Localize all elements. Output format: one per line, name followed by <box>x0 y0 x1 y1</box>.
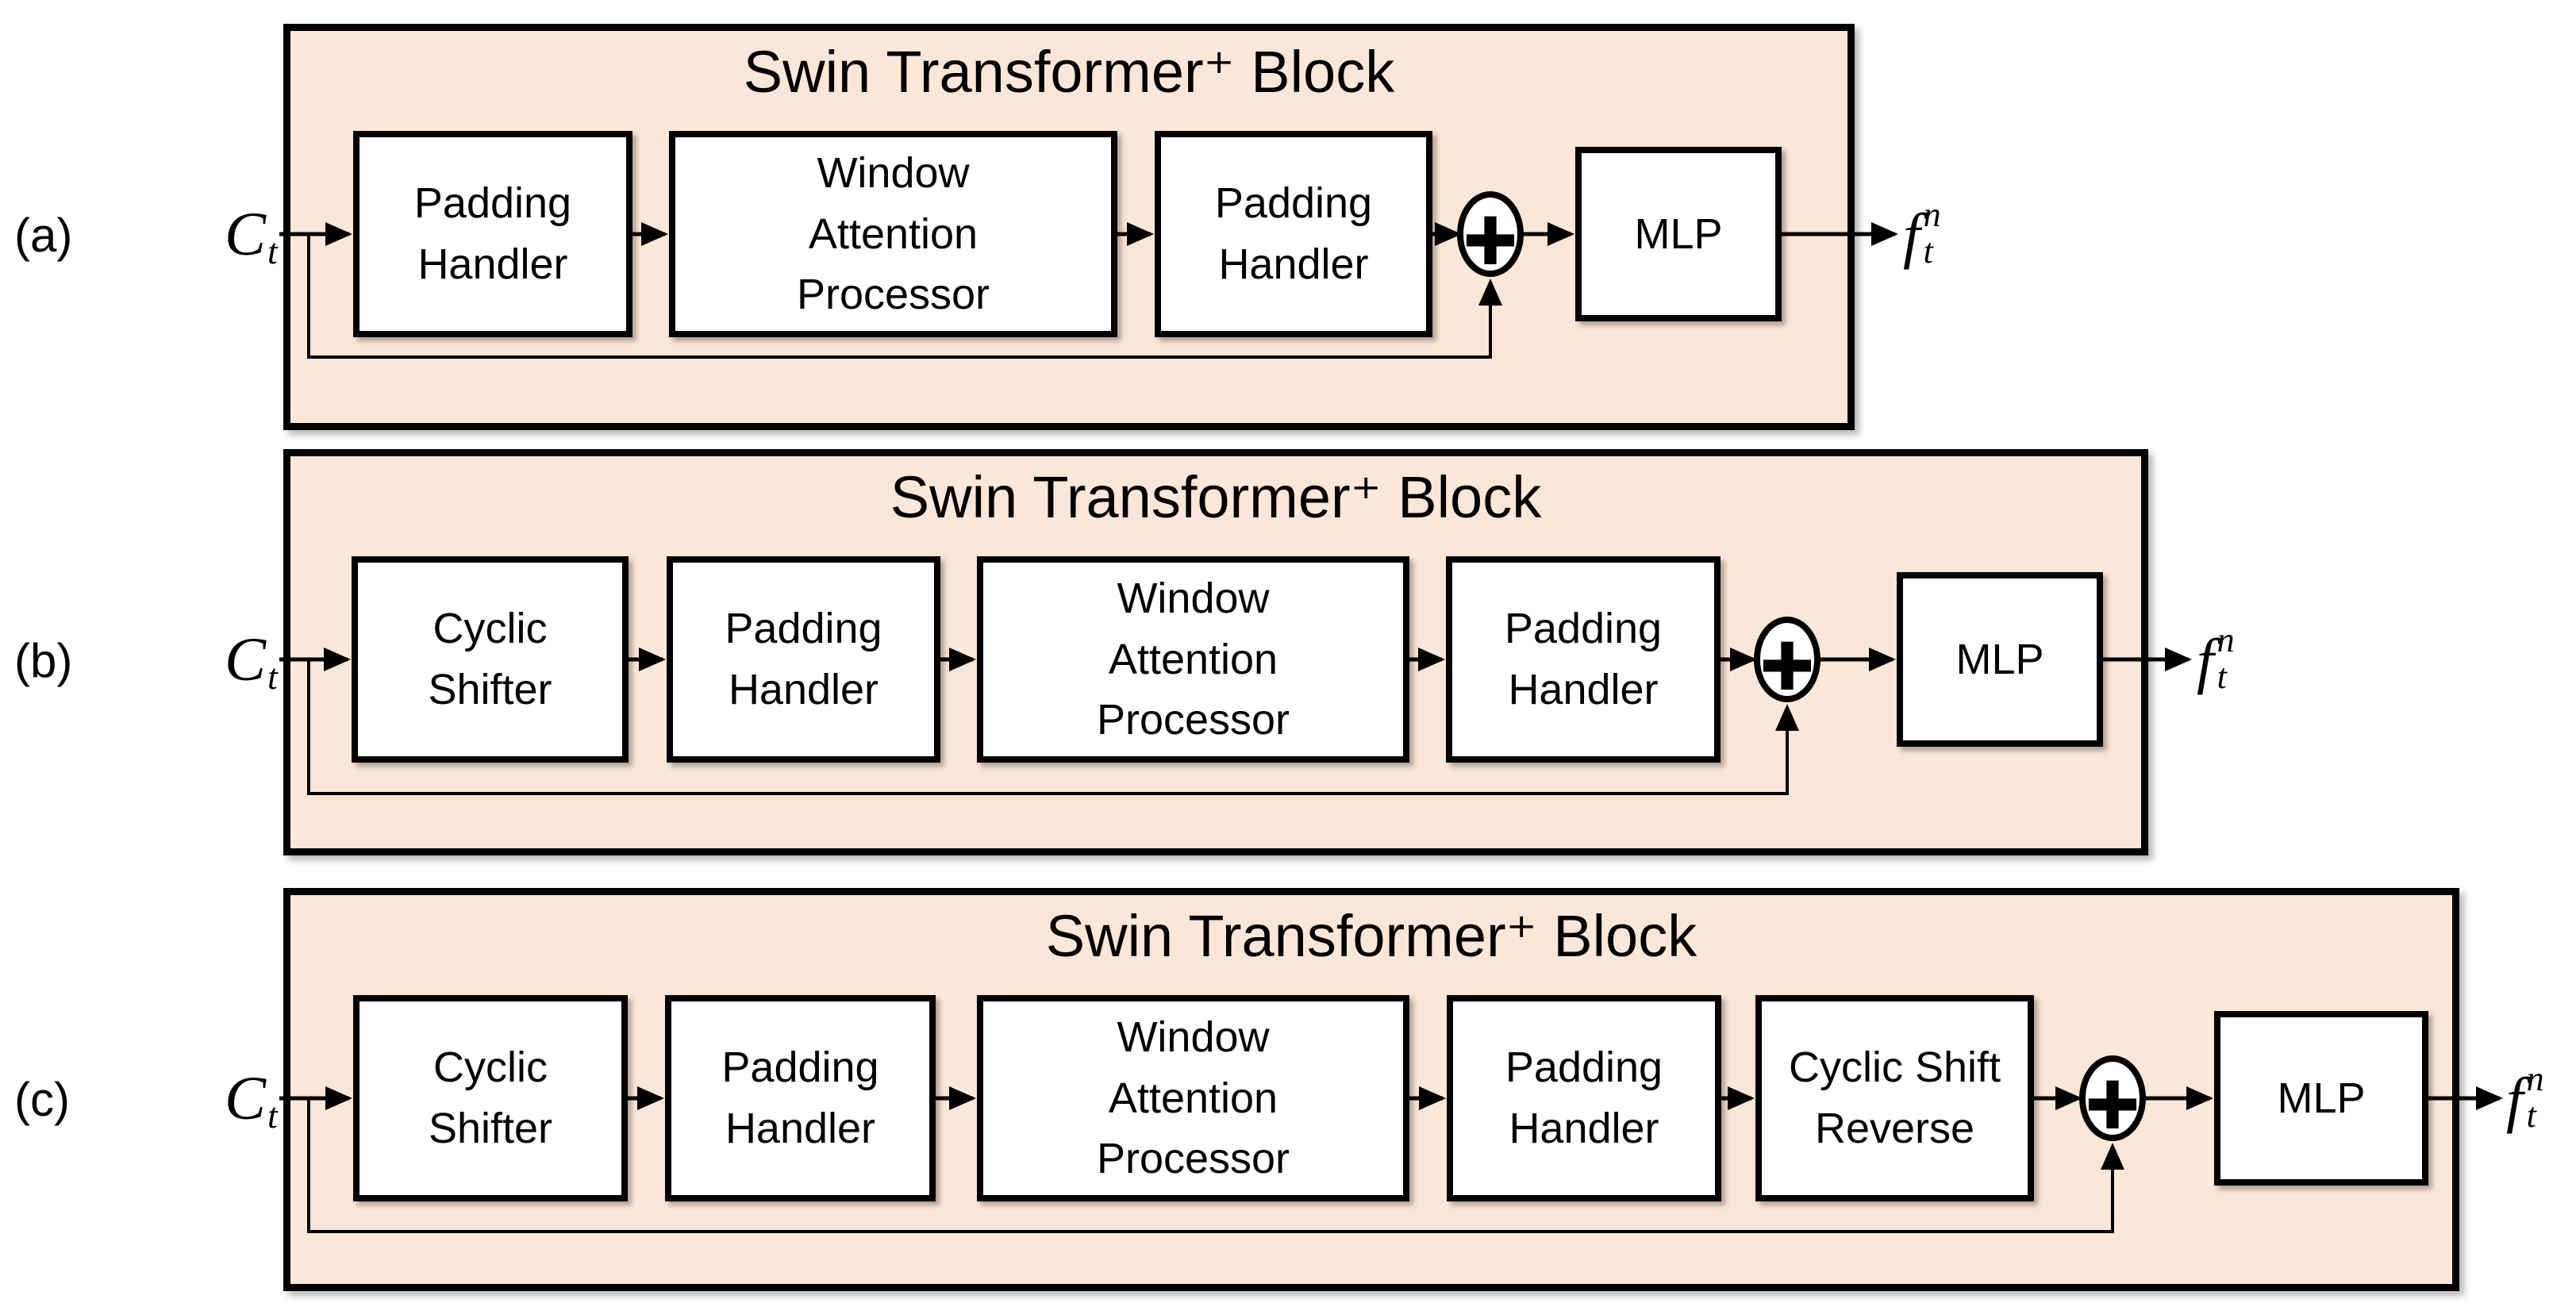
output-superscript: n <box>1923 195 1941 234</box>
box-padding-handler-b1: Padding Handler <box>667 556 940 763</box>
output-base: f <box>1903 201 1920 270</box>
panel-b-title: Swin Transformer⁺ Block <box>890 464 1542 530</box>
output-superscript: n <box>2526 1059 2544 1098</box>
input-base: C <box>225 199 267 268</box>
output-superscript: n <box>2217 621 2235 659</box>
panel-a-title: Swin Transformer⁺ Block <box>743 39 1395 105</box>
box-padding-handler-c1: Padding Handler <box>665 995 936 1201</box>
box-cyclic-shifter-c: Cyclic Shifter <box>353 995 628 1201</box>
box-padding-handler-c2: Padding Handler <box>1447 995 1721 1201</box>
output-subscript: t <box>2526 1096 2536 1136</box>
box-cyclic-shift-reverse-c: Cyclic Shift Reverse <box>1755 995 2034 1201</box>
box-mlp-a: MLP <box>1575 147 1782 321</box>
box-padding-handler-b2: Padding Handler <box>1446 556 1721 763</box>
output-base: f <box>2506 1065 2524 1134</box>
input-subscript: t <box>267 231 278 271</box>
row-label-b: (b) <box>14 634 73 687</box>
output-scripts: n t <box>2217 621 2235 697</box>
box-mlp-c: MLP <box>2214 1011 2428 1186</box>
panel-c-title: Swin Transformer⁺ Block <box>1045 903 1697 969</box>
input-subscript: t <box>267 1095 278 1136</box>
output-label-c: f n t <box>2506 1060 2544 1142</box>
box-window-attention-processor-a: Window Attention Processor <box>669 131 1117 337</box>
box-padding-handler-a1: Padding Handler <box>353 131 632 337</box>
input-base: C <box>225 625 267 694</box>
row-label-a: (a) <box>14 209 73 262</box>
output-label-b: f n t <box>2197 621 2235 703</box>
output-scripts: n t <box>2526 1059 2544 1136</box>
row-label-c: (c) <box>14 1073 70 1126</box>
box-mlp-b: MLP <box>1897 572 2103 747</box>
box-window-attention-processor-b: Window Attention Processor <box>977 556 1409 763</box>
output-subscript: t <box>1923 232 1933 271</box>
box-window-attention-processor-c: Window Attention Processor <box>977 995 1409 1201</box>
box-cyclic-shifter-b: Cyclic Shifter <box>352 556 629 763</box>
output-label-a: f n t <box>1903 196 1941 278</box>
output-base: f <box>2197 626 2214 695</box>
output-subscript: t <box>2217 657 2227 697</box>
output-scripts: n t <box>1923 195 1941 271</box>
input-base: C <box>225 1063 267 1132</box>
input-subscript: t <box>267 656 278 697</box>
box-padding-handler-a2: Padding Handler <box>1155 131 1432 337</box>
